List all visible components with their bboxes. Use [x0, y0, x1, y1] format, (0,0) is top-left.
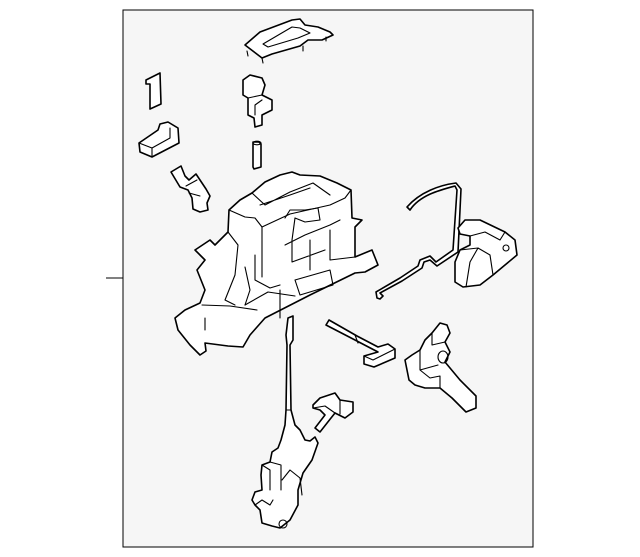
shift-lever-assembly — [251, 315, 319, 529]
shift-bezel-cover — [244, 18, 334, 64]
small-bracket — [312, 392, 354, 433]
lock-clip — [145, 72, 162, 110]
shift-button — [242, 74, 273, 128]
pin — [252, 140, 262, 170]
block-insert — [138, 121, 180, 158]
shifter-housing — [174, 171, 379, 356]
release-rod — [325, 319, 396, 368]
retaining-clip — [170, 165, 211, 213]
shift-cable-rod — [375, 182, 462, 300]
detent-lever — [404, 322, 477, 413]
cable-bracket — [454, 219, 518, 288]
